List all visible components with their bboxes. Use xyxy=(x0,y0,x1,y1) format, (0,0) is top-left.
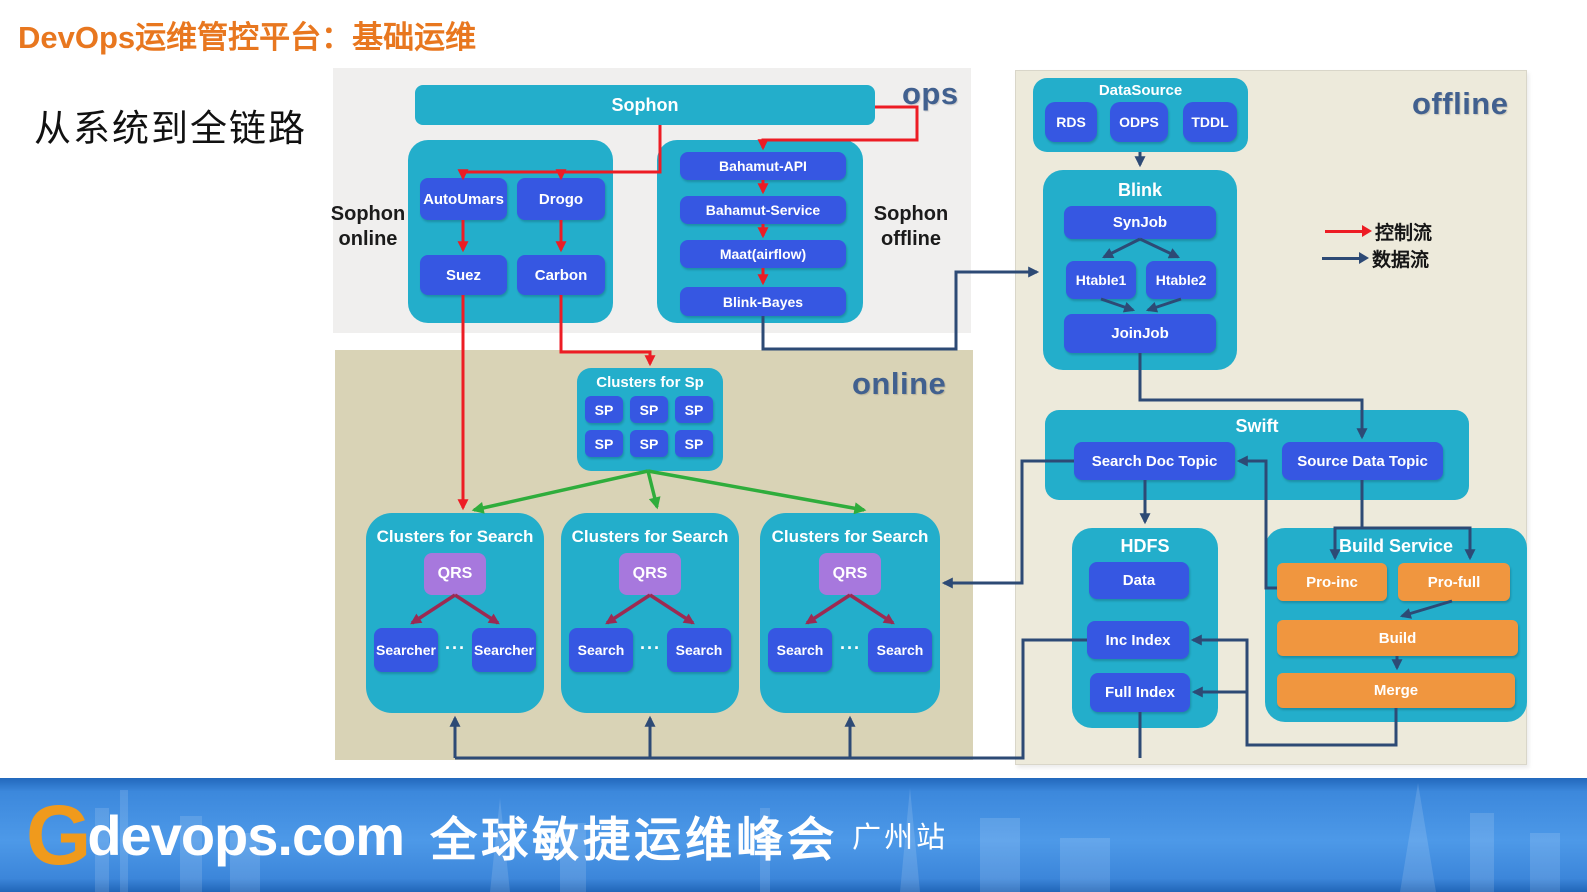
gdevops-logo-g: G xyxy=(26,788,91,882)
searcher-node: Searcher xyxy=(472,628,536,672)
suez-node: Suez xyxy=(420,255,507,295)
blink-bayes-node: Blink-Bayes xyxy=(680,287,846,316)
sp-node: SP xyxy=(675,396,713,423)
legend-control-flow: 控制流 xyxy=(1325,218,1432,245)
odps-node: ODPS xyxy=(1110,102,1168,142)
build-service-title: Build Service xyxy=(1338,536,1454,556)
ellipsis: ··· xyxy=(840,638,861,658)
sophon-online-group xyxy=(408,140,613,323)
ellipsis: ··· xyxy=(640,638,661,658)
legend-data-flow: 数据流 xyxy=(1322,245,1429,272)
sp-node: SP xyxy=(585,430,623,457)
qrs-node: QRS xyxy=(819,553,881,595)
data-flow-arrow-icon xyxy=(1322,252,1369,264)
sp-node: SP xyxy=(630,396,668,423)
source-data-topic-node: Source Data Topic xyxy=(1282,442,1443,480)
search-cluster-title: Clusters for Search xyxy=(771,527,929,546)
sp-cluster-title: Clusters for Sp xyxy=(596,374,704,391)
pro-inc-node: Pro-inc xyxy=(1277,563,1387,601)
search-node: Search xyxy=(868,628,932,672)
search-cluster-3: Clusters for Search xyxy=(760,513,940,713)
htable1-node: Htable1 xyxy=(1066,261,1136,299)
synjob-node: SynJob xyxy=(1064,206,1216,239)
sophon-offline-caption: Sophon offline xyxy=(873,203,949,250)
sp-node: SP xyxy=(630,430,668,457)
search-doc-topic-node: Search Doc Topic xyxy=(1074,442,1235,480)
bahamut-service-node: Bahamut-Service xyxy=(680,196,846,224)
tddl-node: TDDL xyxy=(1183,102,1237,142)
page-subtitle: 从系统到全链路 xyxy=(34,109,307,150)
search-node: Search xyxy=(667,628,731,672)
search-node: Search xyxy=(569,628,633,672)
search-cluster-title: Clusters for Search xyxy=(376,527,534,546)
joinjob-node: JoinJob xyxy=(1064,314,1216,353)
inc-index-node: Inc Index xyxy=(1087,621,1189,659)
merge-node: Merge xyxy=(1277,673,1515,708)
sp-node: SP xyxy=(585,396,623,423)
qrs-node: QRS xyxy=(424,553,486,595)
search-cluster-2: Clusters for Search xyxy=(561,513,739,713)
sophon-online-caption: Sophon online xyxy=(330,203,406,250)
ellipsis: ··· xyxy=(445,638,466,658)
htable2-node: Htable2 xyxy=(1146,261,1216,299)
data-node: Data xyxy=(1089,562,1189,599)
page-title: DevOps运维管控平台：基础运维 xyxy=(18,20,477,55)
offline-zone-label: offline xyxy=(1412,86,1509,121)
maat-airflow-node: Maat(airflow) xyxy=(680,240,846,268)
search-node: Search xyxy=(768,628,832,672)
pro-full-node: Pro-full xyxy=(1398,563,1510,601)
search-cluster-1: Clusters for Search xyxy=(366,513,544,713)
gdevops-logo-text: devops.com xyxy=(87,803,405,867)
drogo-node: Drogo xyxy=(517,178,605,220)
build-node: Build xyxy=(1277,620,1518,656)
data-flow-label: 数据流 xyxy=(1372,250,1430,271)
ops-zone-label: ops xyxy=(902,76,959,111)
footer-location: 广州站 xyxy=(852,822,949,854)
searcher-node: Searcher xyxy=(374,628,438,672)
autoumars-node: AutoUmars xyxy=(420,178,507,220)
hdfs-title: HDFS xyxy=(1120,536,1170,556)
qrs-node: QRS xyxy=(619,553,681,595)
blink-title: Blink xyxy=(1117,180,1162,200)
swift-title: Swift xyxy=(1235,416,1279,436)
datasource-title: DataSource xyxy=(1098,82,1183,99)
bahamut-api-node: Bahamut-API xyxy=(680,152,846,180)
rds-node: RDS xyxy=(1045,102,1097,142)
city-skyline-graphic xyxy=(95,783,1560,892)
sp-node: SP xyxy=(675,430,713,457)
control-flow-arrow-icon xyxy=(1325,225,1372,237)
sophon-node: Sophon xyxy=(415,85,875,125)
search-cluster-title: Clusters for Search xyxy=(571,527,729,546)
footer-summit-title: 全球敏捷运维峰会 xyxy=(430,814,839,867)
online-zone-label: online xyxy=(852,366,947,401)
full-index-node: Full Index xyxy=(1090,673,1190,712)
carbon-node: Carbon xyxy=(517,255,605,295)
control-flow-label: 控制流 xyxy=(1375,223,1433,244)
